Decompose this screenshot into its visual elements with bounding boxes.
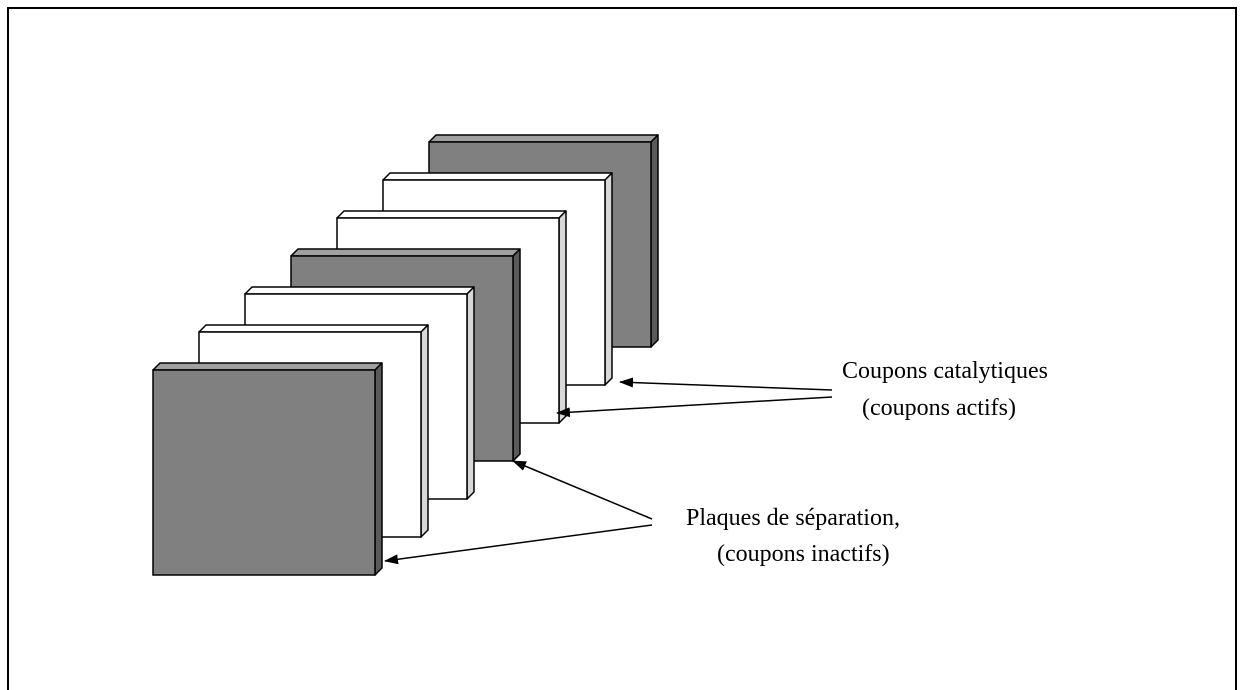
label-active-line1: Coupons catalytiques (842, 358, 1048, 384)
plate-front-face (152, 369, 376, 576)
leader-arrows (384, 377, 833, 565)
plate-side-face (512, 248, 521, 462)
plate-top-face (336, 210, 567, 219)
diagram-border (7, 7, 1237, 690)
plate-top-face (290, 248, 521, 257)
label-inactive-line1: Plaques de séparation, (686, 505, 900, 531)
plate-side-face (420, 324, 429, 538)
plate-side-face (650, 134, 659, 348)
label-active: Coupons catalytiques (coupons actifs) (842, 358, 1048, 421)
arrow-active-upper (619, 377, 833, 391)
plate-top-face (198, 324, 429, 333)
arrow-inactive-front (384, 524, 653, 565)
plate-side-face (466, 286, 475, 500)
plate-side-face (604, 172, 613, 386)
plate-top-face (244, 286, 475, 295)
label-inactive: Plaques de séparation, (coupons inactifs… (686, 505, 900, 567)
inactive-plate-1 (152, 362, 383, 576)
plates-group (152, 134, 659, 576)
label-inactive-line2: (coupons inactifs) (717, 541, 890, 567)
plate-side-face (558, 210, 567, 424)
label-active-line2: (coupons actifs) (862, 395, 1016, 421)
plate-top-face (382, 172, 613, 181)
plate-top-face (152, 362, 383, 371)
arrow-inactive-middle (512, 460, 653, 520)
arrow-active-lower (556, 396, 833, 418)
plate-top-face (428, 134, 659, 143)
plate-side-face (374, 362, 383, 576)
